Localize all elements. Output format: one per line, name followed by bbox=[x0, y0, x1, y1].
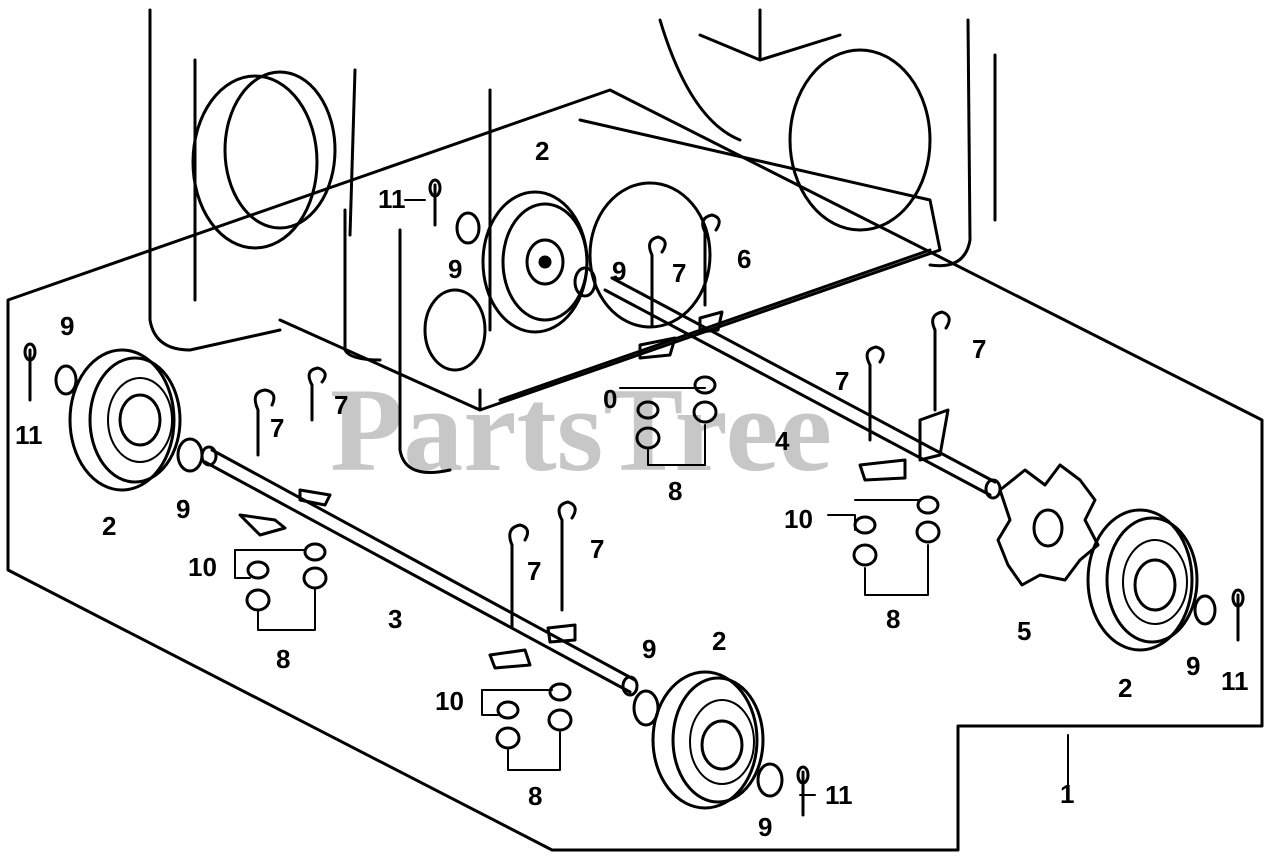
callout-8d: 8 bbox=[886, 604, 900, 634]
brackets bbox=[238, 310, 950, 670]
callout-5: 5 bbox=[1017, 616, 1031, 646]
callout-2-top: 2 bbox=[535, 136, 549, 166]
callout-4: 4 bbox=[775, 426, 790, 456]
callout-10b: 10 bbox=[435, 686, 464, 716]
callout-8a: 8 bbox=[276, 644, 290, 674]
callout-7a: 7 bbox=[672, 258, 686, 288]
callout-7b: 7 bbox=[270, 413, 284, 443]
callout-10c: 10 bbox=[784, 504, 813, 534]
generator-body bbox=[148, 8, 997, 474]
frame-outline bbox=[6, 88, 1264, 852]
watermark-text: PartsTree bbox=[330, 363, 832, 496]
callout-7f: 7 bbox=[835, 366, 849, 396]
callout-7e: 7 bbox=[590, 534, 604, 564]
callout-11d: 11 bbox=[825, 780, 853, 810]
callout-2-right: 2 bbox=[1118, 673, 1132, 703]
wheel-rear-top bbox=[481, 190, 589, 334]
callout-1: 1 bbox=[1060, 779, 1074, 809]
callout-3: 3 bbox=[388, 604, 402, 634]
wheel-right bbox=[1086, 508, 1199, 652]
callout-2-front: 2 bbox=[712, 626, 726, 656]
callout-labels: 1 2 2 2 2 3 4 5 6 7 7 7 7 7 7 7 8 8 8 8 … bbox=[15, 136, 1249, 842]
callout-8b: 8 bbox=[528, 781, 542, 811]
wheel-left bbox=[68, 348, 182, 492]
callout-7d: 7 bbox=[527, 556, 541, 586]
callout-7c: 7 bbox=[334, 390, 348, 420]
callout-7g: 7 bbox=[972, 334, 986, 364]
leader-lines bbox=[234, 199, 1069, 796]
callout-9d: 9 bbox=[612, 256, 626, 286]
callout-9e: 9 bbox=[642, 634, 656, 664]
washers bbox=[54, 211, 1217, 798]
callout-9c: 9 bbox=[448, 254, 462, 284]
callout-9a: 9 bbox=[60, 311, 74, 341]
cotter-pins bbox=[23, 178, 1245, 817]
callout-9f: 9 bbox=[758, 812, 772, 842]
callout-9b: 9 bbox=[176, 494, 190, 524]
callout-11b: 11 bbox=[378, 184, 406, 214]
callout-6: 6 bbox=[737, 244, 751, 274]
nut-groups bbox=[245, 375, 941, 750]
star-wheel bbox=[996, 463, 1100, 587]
callout-10d: 0 bbox=[603, 384, 617, 414]
callout-11a: 11 bbox=[15, 420, 43, 450]
callout-8c: 8 bbox=[668, 476, 682, 506]
callout-10a: 10 bbox=[188, 552, 217, 582]
callout-9g: 9 bbox=[1186, 651, 1200, 681]
callout-11c: 11 bbox=[1221, 666, 1249, 696]
wheel-front-bottom bbox=[651, 670, 765, 810]
callout-2-left: 2 bbox=[102, 511, 116, 541]
hooks bbox=[253, 213, 951, 630]
